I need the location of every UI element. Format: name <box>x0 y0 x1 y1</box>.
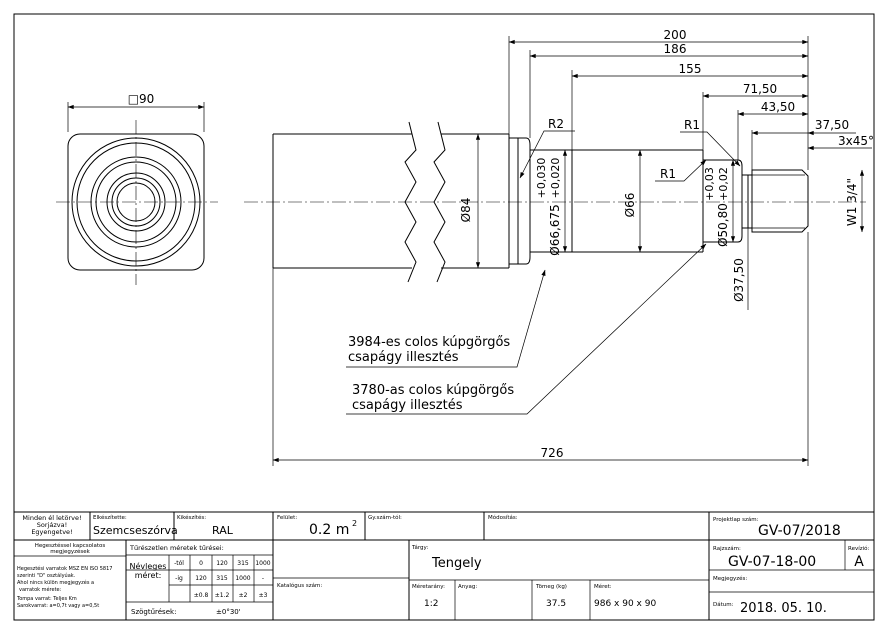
dim-71-50: 71,50 <box>743 82 777 96</box>
tb-revizio-label: Revízió: <box>848 545 870 552</box>
dim-dia50-80: Ø50,80 <box>716 203 730 247</box>
dim-r1-top: R1 <box>684 118 700 132</box>
tb-meretarany-value: 1:2 <box>424 599 438 609</box>
tb-megjegyzes-label: Megjegyzés: <box>713 575 747 582</box>
tb-hegeszt-l4: varratok mérete: <box>19 586 62 593</box>
tb-projekt-label: Projektlap szám: <box>713 516 759 523</box>
tb-tol: -tól <box>174 560 184 567</box>
tb-hegeszt-title-2: megjegyzések <box>50 548 90 555</box>
note1-line2: csapágy illesztés <box>348 350 459 365</box>
tb-hegeszt-l6: Sarokvarrat: a=0,7t vagy a=0,5t <box>17 603 99 609</box>
tb-targy-label: Tárgy: <box>411 544 428 551</box>
tb-hegeszt-l1: Hegesztési varratok MSZ EN ISO 5817 <box>17 565 112 572</box>
tb-datum-value: 2018. 05. 10. <box>740 601 827 616</box>
tb-felulet-sup: 2 <box>352 519 357 528</box>
tb-meretarany-label: Méretarány: <box>412 583 445 590</box>
tol-66-675-lower: +0,020 <box>549 158 562 199</box>
tb-meret-value: 986 x 90 x 90 <box>594 599 656 609</box>
tb-hegeszt-l3: Ahol nincs külön megjegyzés a <box>17 579 94 586</box>
tb-tol-r1-0: 0 <box>199 560 203 567</box>
tb-hegeszt-title-1: Hegesztéssel kapcsolatos <box>35 542 106 549</box>
tb-tomeg-label: Tömeg (kg) <box>535 584 567 590</box>
tb-rajzszam-label: Rajzszám: <box>713 545 741 552</box>
tb-anyag-label: Anyag: <box>458 584 477 590</box>
tb-tol-r3-2: ±2 <box>239 592 248 599</box>
tb-targy-value: Tengely <box>431 556 482 571</box>
square-dimension: □90 <box>128 92 155 106</box>
tb-szogtures-value: ±0°30' <box>216 608 241 616</box>
dim-186: 186 <box>664 42 687 56</box>
tb-tol-r2-1: 315 <box>216 575 228 582</box>
tb-tol-r2-0: 120 <box>195 575 207 582</box>
dim-r2: R2 <box>548 117 564 131</box>
tb-tol-r2-3: - <box>262 575 264 582</box>
tb-neveleges-1: Névleges <box>130 561 167 571</box>
dimensions: 200 186 155 71,50 43,50 37,50 3x45° Ø84 … <box>272 28 874 466</box>
tb-minden-2: Sorjázva! <box>37 521 67 529</box>
tb-keszitette-value: Szemcseszórva <box>93 524 178 537</box>
tb-tol-r1-3: 1000 <box>255 560 270 567</box>
tb-minden-1: Minden él letörve! <box>22 514 81 522</box>
tb-keszitette-label: Elkészítette: <box>93 514 127 521</box>
tb-tol-r1-2: 315 <box>237 560 249 567</box>
tb-tures-title: Tűrészetlen méretek tűrései: <box>129 543 224 552</box>
dim-chamfer: 3x45° <box>838 134 874 148</box>
tb-rajzszam-value: GV-07-18-00 <box>728 554 816 570</box>
dim-dia37-50: Ø37,50 <box>732 258 746 302</box>
tol-50-80-lower: +0,02 <box>717 167 730 201</box>
tb-tol-r2-2: 1000 <box>235 575 250 582</box>
dim-726: 726 <box>541 446 564 460</box>
tb-meret-label: Méret: <box>594 583 612 590</box>
tb-projekt-value: GV-07/2018 <box>758 523 841 539</box>
tb-neveleges-2: méret: <box>135 570 162 580</box>
tb-tol-r3-1: ±1.2 <box>215 592 230 599</box>
dim-37-50: 37,50 <box>815 118 849 132</box>
tb-kikeszites-label: Kikészítés: <box>177 514 206 521</box>
tb-gyszam-label: Gy.szám-tól: <box>368 514 402 521</box>
tb-kikeszites-value: RAL <box>212 524 234 537</box>
note2-line1: 3780-as colos kúpgörgős <box>352 383 514 398</box>
notes: 3984-es colos kúpgörgős csapágy illeszté… <box>346 243 707 415</box>
tol-66-675-upper: +0,030 <box>535 158 548 199</box>
tb-minden-3: Egyengetve! <box>31 528 72 536</box>
tb-datum-label: Dátum: <box>713 601 734 608</box>
dim-43-50: 43,50 <box>761 100 795 114</box>
dim-r1-mid: R1 <box>660 167 676 181</box>
tb-tomeg-value: 37.5 <box>546 599 566 609</box>
tb-revizio-value: A <box>854 554 864 570</box>
tb-katalogus-label: Katalógus szám: <box>277 582 322 589</box>
title-block: Minden él letörve! Sorjázva! Egyengetve!… <box>13 511 875 621</box>
tb-hegeszt-l2: szerinti "D" osztályúak. <box>17 572 76 579</box>
dim-dia66: Ø66 <box>623 193 637 218</box>
dim-155: 155 <box>679 62 702 76</box>
note1-line1: 3984-es colos kúpgörgős <box>348 335 510 350</box>
tb-tol-r3-3: ±3 <box>259 592 268 599</box>
tb-modositas-label: Módosítás: <box>488 514 518 521</box>
tb-hegeszt-l5: Tompa varrat: Teljes Km <box>16 596 77 602</box>
note2-line2: csapágy illesztés <box>352 398 463 413</box>
tol-50-80-upper: +0,03 <box>703 167 716 201</box>
end-view: □90 <box>56 92 218 285</box>
side-view <box>244 121 866 283</box>
tb-ig: -ig <box>175 575 183 582</box>
tb-felulet-label: Felület: <box>277 515 297 521</box>
dim-dia84: Ø84 <box>459 198 473 223</box>
tb-szogtures-label: Szögtűrések: <box>131 607 176 616</box>
dim-thread: W1 3/4" <box>845 178 859 226</box>
dim-200: 200 <box>664 28 687 42</box>
tb-tol-r1-1: 120 <box>216 560 228 567</box>
tb-tol-r3-0: ±0.8 <box>194 592 209 599</box>
tb-felulet-value: 0.2 m <box>309 522 349 538</box>
dim-dia66-675: Ø66,675 <box>548 204 562 255</box>
